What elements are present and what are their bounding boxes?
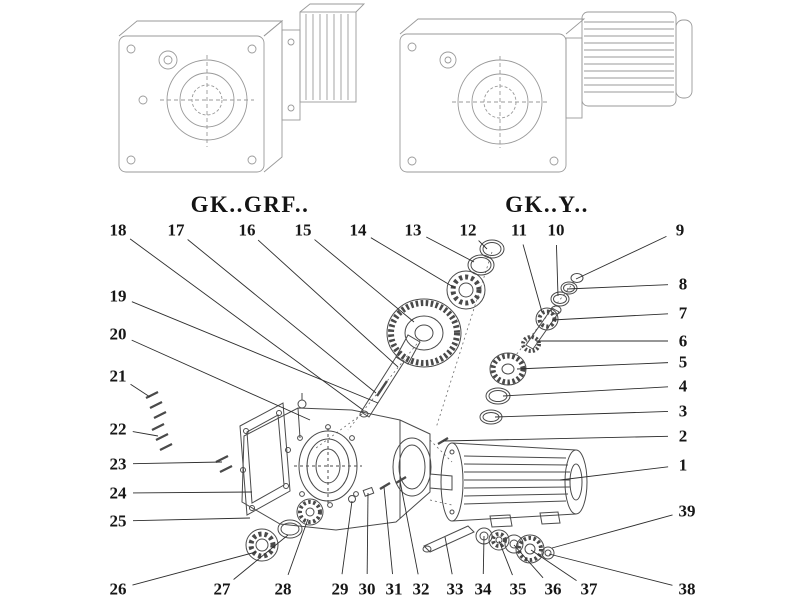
part-large-gear: [386, 298, 462, 368]
callout-5: 5: [678, 352, 688, 372]
callout-37: 37: [580, 579, 598, 599]
leader-line-37: [530, 549, 577, 582]
leader-line-34: [482, 535, 485, 575]
callout-1: 1: [678, 455, 688, 475]
variant-label-gk-y: GK..Y..: [505, 192, 589, 217]
part-motor: [429, 442, 588, 528]
callout-34: 34: [474, 579, 492, 599]
callout-28: 28: [274, 579, 292, 599]
leader-line-17: [187, 239, 377, 394]
callout-9: 9: [675, 220, 685, 240]
leader-line-26: [132, 551, 257, 586]
callout-35: 35: [509, 579, 527, 599]
callout-15: 15: [294, 220, 312, 240]
callout-13: 13: [404, 220, 422, 240]
callout-26: 26: [109, 579, 127, 599]
leader-line-7: [551, 313, 669, 321]
leader-line-22: [132, 431, 159, 437]
callout-19: 19: [109, 286, 127, 306]
leader-line-4: [502, 386, 669, 397]
leader-line-27: [233, 534, 289, 580]
leader-line-35: [498, 540, 513, 576]
callout-8: 8: [678, 274, 688, 294]
callout-23: 23: [109, 454, 127, 474]
callout-18: 18: [109, 220, 127, 240]
callout-36: 36: [544, 579, 562, 599]
callout-22: 22: [109, 419, 127, 439]
callout-24: 24: [109, 483, 127, 503]
callout-4: 4: [678, 376, 688, 396]
leader-line-13: [426, 236, 475, 263]
callout-11: 11: [510, 220, 528, 240]
leader-line-14: [370, 237, 456, 289]
callout-33: 33: [446, 579, 464, 599]
part-pinion-shaft: [521, 273, 584, 353]
leader-line-2: [442, 435, 669, 442]
drawing-gk-y: [399, 11, 693, 173]
callout-31: 31: [385, 579, 403, 599]
leader-line-18: [129, 238, 364, 411]
part-small-fasteners: [348, 475, 407, 503]
callout-21: 21: [109, 366, 127, 386]
part-flange-plate: [239, 402, 291, 516]
leader-line-29: [341, 500, 353, 575]
leader-line-19: [131, 301, 379, 404]
callout-16: 16: [238, 220, 256, 240]
part-snap-rings-upper: [467, 239, 505, 276]
callout-32: 32: [412, 579, 430, 599]
drawing-gk-grf: [118, 3, 366, 173]
leader-line-36: [513, 544, 544, 579]
leader-line-15: [314, 239, 415, 323]
callout-7: 7: [678, 303, 688, 323]
leader-line-25: [132, 517, 251, 522]
callout-12: 12: [459, 220, 477, 240]
leader-line-28: [287, 518, 309, 576]
callout-29: 29: [331, 579, 349, 599]
leader-line-16: [257, 239, 399, 368]
leader-line-1: [559, 466, 669, 481]
leader-line-8: [566, 284, 669, 290]
callout-17: 17: [167, 220, 185, 240]
leader-line-33: [444, 536, 453, 575]
callout-2: 2: [678, 426, 688, 446]
callout-6: 6: [678, 331, 688, 351]
callout-30: 30: [358, 579, 376, 599]
callout-38: 38: [678, 579, 696, 599]
leader-line-10: [556, 244, 559, 297]
leader-line-9: [575, 235, 667, 280]
leader-line-3: [494, 411, 669, 418]
callout-14: 14: [349, 220, 367, 240]
part-housing: [241, 393, 432, 531]
callout-10: 10: [547, 220, 565, 240]
leader-line-12: [478, 240, 488, 250]
variant-label-gk-grf: GK..GRF..: [190, 192, 310, 217]
leader-line-38: [548, 553, 673, 586]
leader-line-20: [131, 339, 311, 421]
part-upper-bearing: [446, 270, 486, 310]
leader-line-31: [383, 486, 393, 575]
leader-line-39: [551, 514, 673, 549]
leader-line-21: [130, 383, 151, 398]
leader-line-30: [366, 492, 369, 575]
part-output-bearing-set: [245, 498, 324, 562]
callout-20: 20: [109, 324, 127, 344]
callout-27: 27: [213, 579, 231, 599]
leader-line-24: [132, 491, 253, 494]
callout-25: 25: [109, 511, 127, 531]
callout-3: 3: [678, 401, 688, 421]
part-bolts: [145, 391, 449, 473]
callout-39: 39: [678, 501, 696, 521]
leader-line-11: [522, 244, 543, 313]
leader-line-23: [132, 461, 223, 465]
leader-line-32: [399, 480, 419, 575]
leader-line-5: [516, 362, 669, 370]
